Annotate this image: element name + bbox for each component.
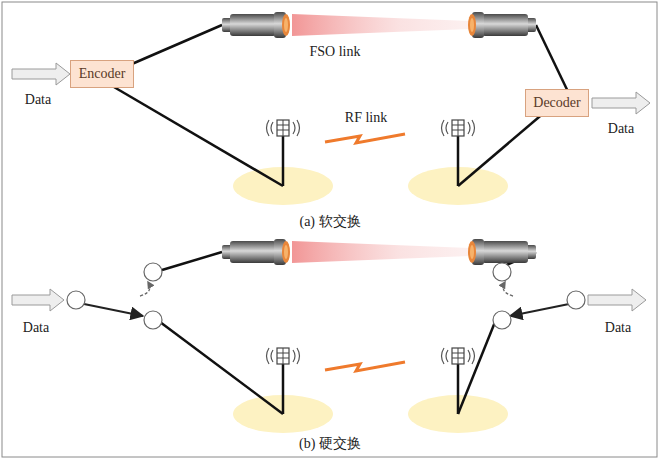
link-label: FSO link xyxy=(310,44,361,60)
link-label: Data xyxy=(25,92,51,108)
link-label: Data xyxy=(608,121,634,137)
process-box: Decoder xyxy=(525,89,589,117)
box-label: Decoder xyxy=(533,95,580,111)
subfigure-caption: (a) 软交换 xyxy=(299,213,360,231)
box-label: Encoder xyxy=(79,66,126,82)
process-box: Encoder xyxy=(70,60,134,88)
link-label: RF link xyxy=(345,110,387,126)
subfigure-caption: (b) 硬交换 xyxy=(299,435,361,453)
link-label: Data xyxy=(23,320,49,336)
link-label: Data xyxy=(605,320,631,336)
